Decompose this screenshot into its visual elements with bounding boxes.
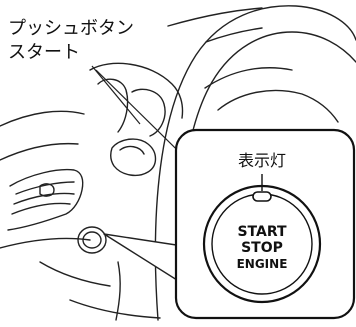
indicator-light [252, 191, 272, 202]
dash-left-line-2 [0, 142, 79, 161]
column-stalk [109, 138, 157, 177]
callout-leader-line [91, 65, 141, 125]
column-stalk-inner [119, 145, 145, 155]
dash-bottom-line [69, 299, 161, 319]
dash-start-button-outer [77, 226, 107, 254]
air-vent-slat-3 [11, 202, 71, 215]
dash-left-line-3 [0, 237, 91, 249]
callout-label-line-2: スタート [8, 42, 80, 63]
air-vent-slat-2 [13, 192, 75, 205]
callout-label-line-1: プッシュボタン [8, 18, 134, 39]
button-text-engine: ENGINE [237, 257, 288, 271]
cluster-hood [89, 62, 184, 119]
button-text-start: START [237, 224, 287, 240]
air-vent-knob [39, 183, 55, 197]
dash-lower-line [39, 261, 111, 287]
steering-wheel-outer [154, 5, 356, 321]
dashboard-top-line [167, 7, 263, 27]
dash-left-line-1 [0, 110, 85, 127]
air-vent-outer [7, 168, 84, 231]
dash-vertical-line [115, 261, 121, 321]
dash-start-button-inner [82, 231, 102, 249]
dashboard-second-line [205, 27, 263, 43]
cluster-gauge-right [131, 88, 166, 137]
air-vent-slat-1 [15, 181, 75, 195]
steering-hub [217, 89, 339, 123]
indicator-label: 表示灯 [238, 151, 286, 170]
button-text-stop: STOP [241, 240, 283, 256]
steering-spoke-upper [204, 67, 293, 89]
